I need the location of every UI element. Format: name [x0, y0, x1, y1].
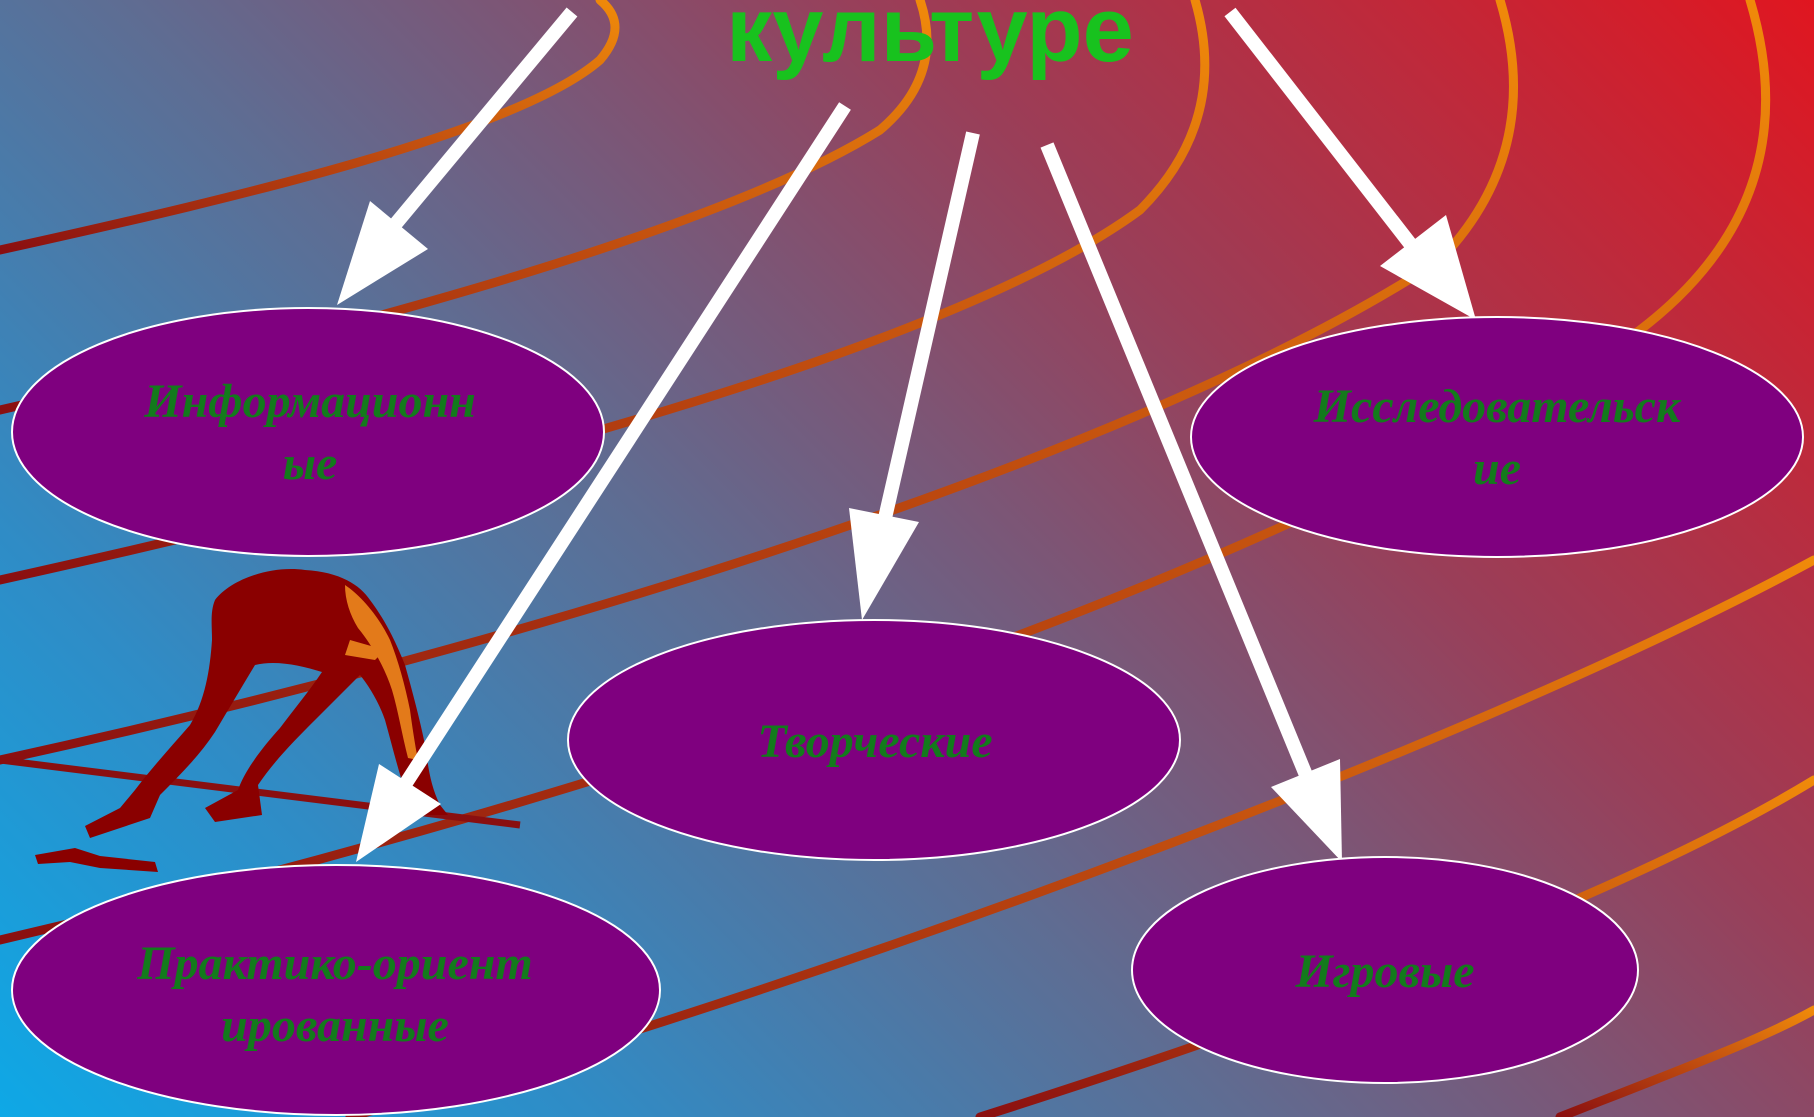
node-creative-shape	[567, 619, 1181, 861]
arrow-to-practice	[356, 102, 851, 862]
sprinter-highlight	[345, 585, 418, 760]
node-game-shape	[1131, 856, 1639, 1084]
node-practice-shape	[11, 864, 661, 1116]
node-creative-label: Творческие	[757, 715, 993, 768]
arrow-to-informational	[337, 7, 578, 305]
arrow-to-creative	[849, 131, 980, 620]
node-informational-shape	[11, 307, 605, 557]
node-research-label: Исследовательские	[1313, 379, 1681, 495]
arrows	[337, 7, 1476, 862]
node-informational-label: Информационные	[144, 374, 476, 490]
diagram-title: культуре	[726, 0, 1134, 81]
sprinter-highlight-2	[345, 640, 385, 660]
arrow-to-game	[1040, 142, 1342, 862]
track-line-1	[0, 0, 620, 255]
node-practice-label: Практико-ориентированные	[137, 937, 533, 1052]
sprinter-figure	[35, 569, 448, 872]
node-research-shape	[1190, 316, 1804, 558]
sprinter-body	[85, 569, 448, 838]
track-line-8	[1555, 1005, 1814, 1117]
arrow-to-research	[1224, 7, 1476, 320]
starting-block	[35, 848, 158, 872]
category-nodes	[11, 307, 1804, 1116]
node-game-label: Игровые	[1295, 945, 1475, 998]
